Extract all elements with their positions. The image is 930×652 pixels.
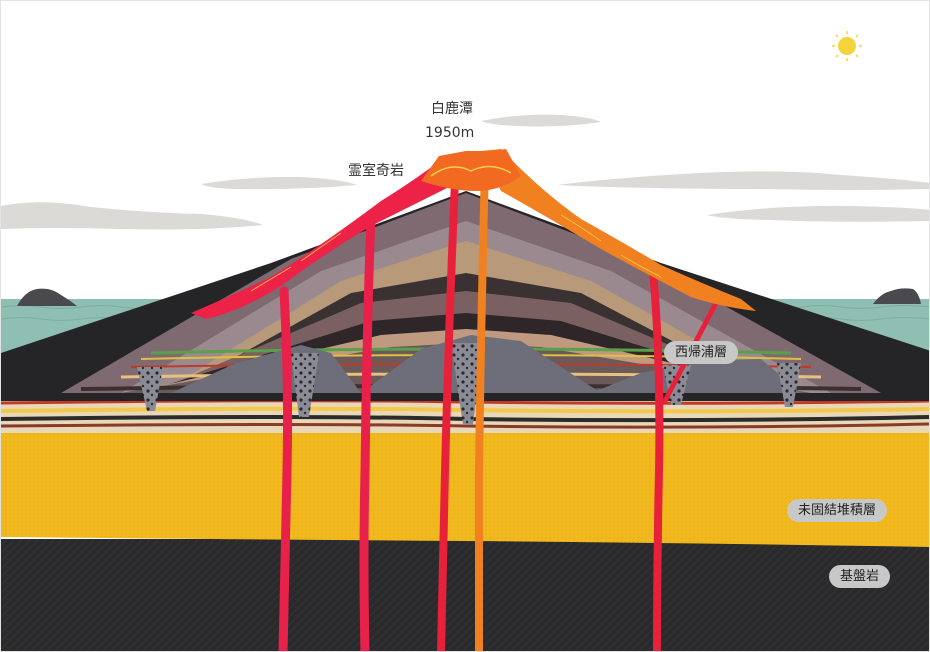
summit-elevation-label: 1950m <box>425 125 474 141</box>
basement-rock-pill: 基盤岩 <box>829 565 890 588</box>
yeongsil-label: 霊室奇岩 <box>348 163 404 179</box>
seogwipo-formation-pill: 西帰浦層 <box>664 341 738 364</box>
summit-name-label: 白鹿潭 <box>431 101 473 117</box>
unconsolidated-sediment-pill: 未固結堆積層 <box>787 499 887 522</box>
